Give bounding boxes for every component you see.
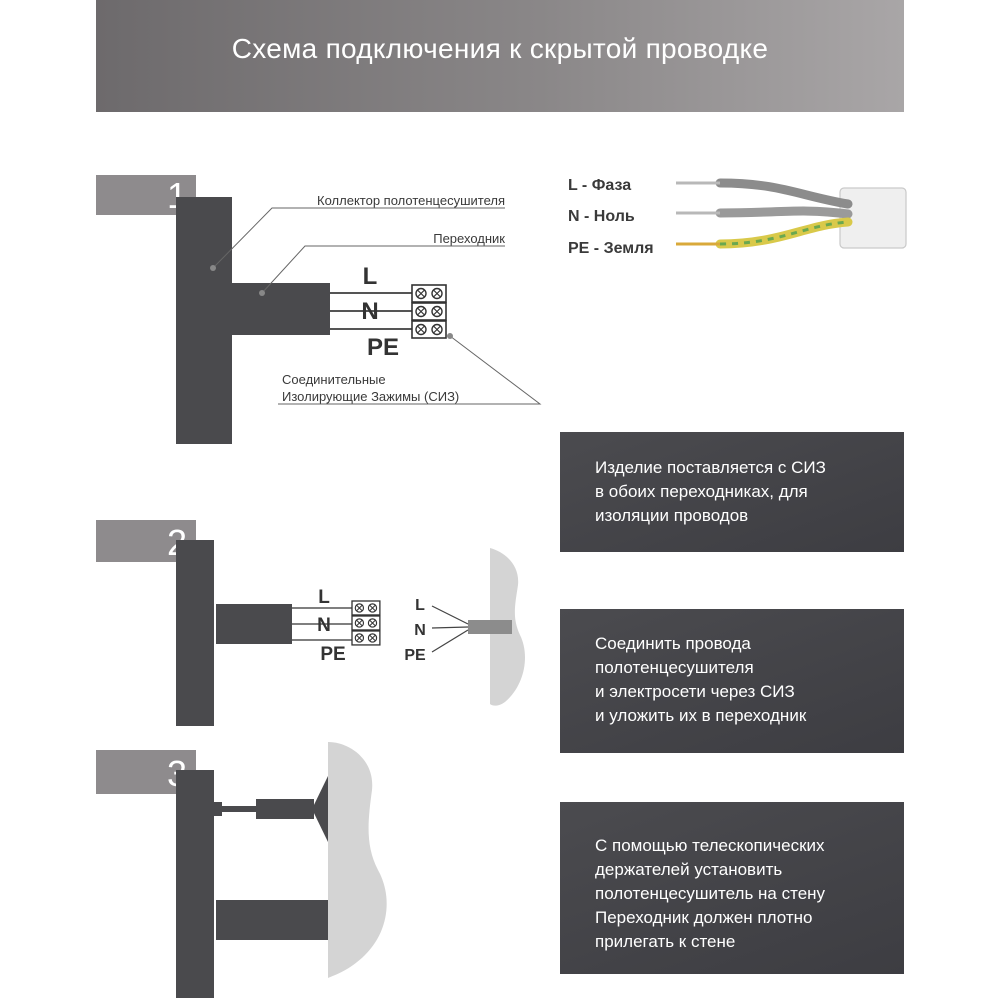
step-1-label-l: L [363, 263, 378, 290]
step-2-wall-cable [468, 620, 512, 634]
info-box-3: С помощью телескопических держателей уст… [560, 802, 904, 974]
step-1-label-pe: PE [367, 334, 399, 361]
step-2-label-n: N [317, 615, 331, 636]
info-box-2: Соединить провода полотенцесушителя и эл… [560, 609, 904, 753]
info-box-3-line: полотенцесушитель на стену [595, 884, 826, 903]
cable-sheath [839, 187, 907, 249]
info-box-2-line: полотенцесушителя [595, 658, 754, 677]
info-box-1: Изделие поставляется с СИЗ в обоих перех… [560, 432, 904, 552]
step-2-adapter [216, 604, 292, 644]
leader-collector [212, 207, 505, 269]
info-box-1-line: изоляции проводов [595, 506, 749, 525]
info-box-3-line: прилегать к стене [595, 932, 736, 951]
leader-adapter-dot [259, 290, 265, 296]
step-2: 2 L N PE L N PE [96, 520, 525, 726]
legend-phase: L - Фаза [568, 177, 631, 194]
leader-collector-dot [210, 265, 216, 271]
step-2-terminal-pe [351, 630, 381, 646]
cable-wire-phase [715, 178, 853, 209]
step-3-wall [328, 742, 387, 978]
step-2-wall-wire-n [431, 626, 469, 629]
step-2-wall-wire-pe [431, 629, 469, 653]
legend-neutral: N - Ноль [568, 208, 635, 225]
info-box-2-line: Соединить провода [595, 634, 751, 653]
step-2-collector [176, 540, 214, 726]
header-banner: Схема подключения к скрытой проводке [96, 0, 904, 112]
info-box-3-line: С помощью телескопических [595, 836, 825, 855]
cable-wire-neutral [715, 206, 853, 219]
step-1-label-n: N [361, 298, 378, 325]
step-2-wall-label-n: N [414, 622, 426, 639]
leader-terminals [278, 335, 542, 405]
step-2-wall-wire-l [431, 605, 469, 625]
info-box-2-line: и уложить их в переходник [595, 706, 807, 725]
info-box-1-line: в обоих переходниках, для [595, 482, 808, 501]
step-1-terminal-pe [411, 320, 447, 339]
step-1-collector [176, 197, 232, 444]
terminals-label-line2: Изолирующие Зажимы (СИЗ) [282, 389, 459, 404]
adapter-label: Переходник [433, 231, 505, 246]
leader-adapter [261, 245, 505, 294]
step-2-label-l: L [318, 587, 330, 608]
step-3-collector [176, 770, 214, 998]
info-box-3-line: держателей установить [595, 860, 783, 879]
cable-wire-ground [715, 217, 853, 249]
step-2-label-pe: PE [320, 644, 345, 665]
collector-label: Коллектор полотенцесушителя [317, 193, 505, 208]
info-box-1-line: Изделие поставляется с СИЗ [595, 458, 826, 477]
terminals-label-line1: Соединительные [282, 372, 386, 387]
step-3-holder-tube [256, 799, 314, 819]
cable-legend: L - Фаза N - Ноль PE - Земля [568, 177, 907, 257]
step-3: 3 [96, 742, 387, 998]
step-2-wall-label-pe: PE [404, 647, 426, 664]
page-title: Схема подключения к скрытой проводке [231, 33, 769, 64]
step-2-terminal-n [351, 615, 381, 631]
legend-ground: PE - Земля [568, 240, 654, 257]
step-1-terminal-l [411, 284, 447, 303]
step-1-terminal-n [411, 302, 447, 321]
step-1: 1 L N PE Коллектор полотенцесушителя Пер… [96, 175, 542, 444]
info-box-2-line: и электросети через СИЗ [595, 682, 795, 701]
leader-terminals-dot [447, 333, 453, 339]
step-3-holder-flange [312, 776, 328, 842]
step-1-adapter [230, 283, 330, 335]
step-3-holder-cap [214, 802, 222, 816]
step-2-terminal-l [351, 600, 381, 616]
info-box-3-line: Переходник должен плотно [595, 908, 813, 927]
step-2-wall-label-l: L [415, 597, 425, 614]
step-3-adapter [216, 900, 328, 940]
